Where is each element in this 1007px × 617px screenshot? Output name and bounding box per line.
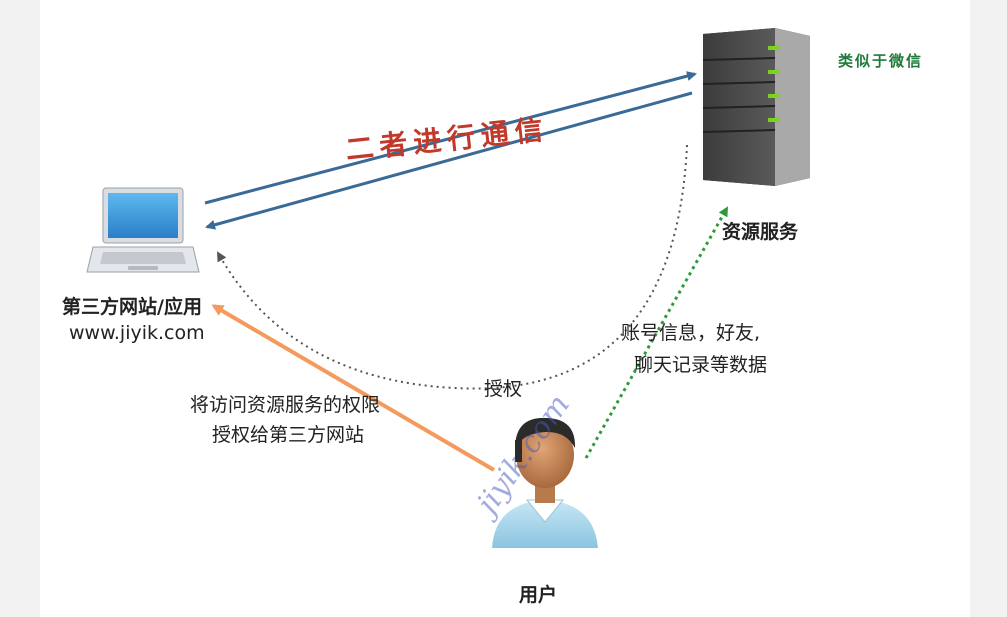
client-url-label: www.jiyik.com: [69, 322, 205, 344]
data-label-line1: 账号信息，好友,: [621, 322, 761, 344]
arrow-authorize-curve: [217, 144, 688, 390]
grant-label-line1: 将访问资源服务的权限: [190, 394, 381, 416]
data-label-line2: 聊天记录等数据: [634, 354, 768, 376]
similar-to-note: 类似于微信: [838, 52, 924, 70]
server-icon: [702, 28, 810, 186]
grant-label-line2: 授权给第三方网站: [212, 424, 365, 446]
client-name-label: 第三方网站/应用: [62, 296, 202, 318]
authorize-label: 授权: [484, 378, 523, 400]
arrow-user-to-resource-service: [584, 206, 729, 459]
user-label: 用户: [519, 584, 558, 606]
user-avatar-icon: [492, 417, 598, 548]
laptop-icon: [86, 187, 200, 273]
arrow-server-to-client: [205, 91, 693, 230]
resource-service-label: 资源服务: [722, 221, 799, 243]
diagram-canvas: [40, 0, 970, 617]
arrow-client-to-server: [204, 71, 697, 205]
arrow-user-grant-to-client: [211, 304, 496, 472]
